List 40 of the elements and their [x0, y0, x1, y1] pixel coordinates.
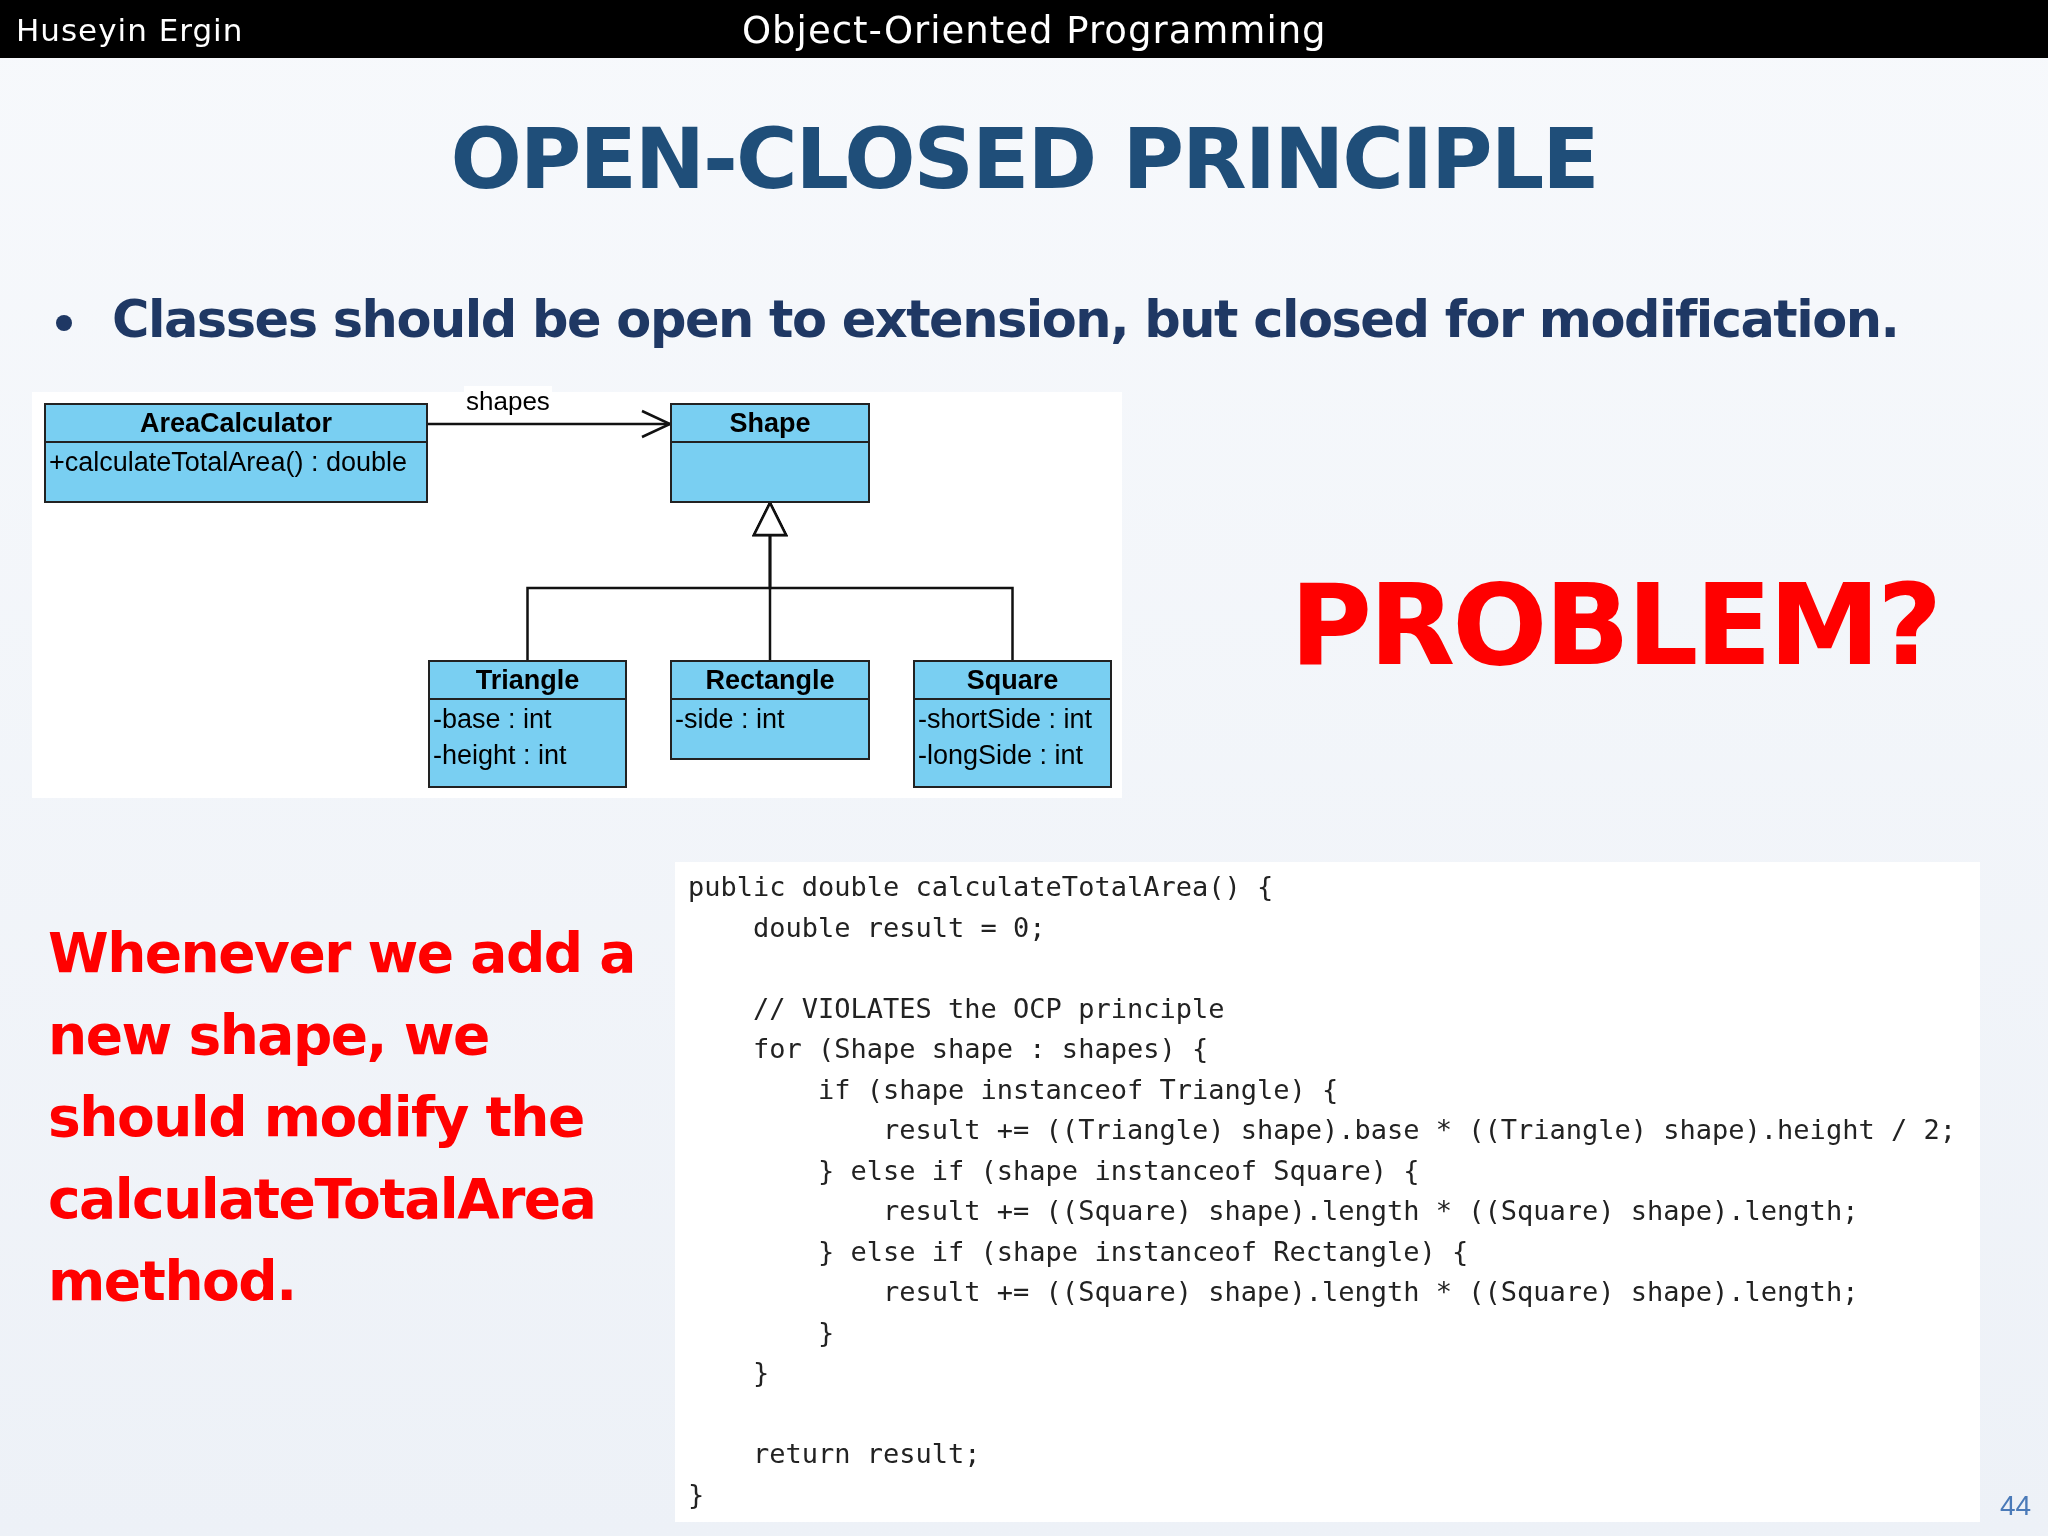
author-name: Huseyin Ergin [16, 12, 244, 48]
class-attribute: -side : int [674, 703, 786, 736]
arrow [752, 501, 1014, 660]
problem-text: PROBLEM? [1290, 560, 1940, 690]
class-box [44, 403, 428, 503]
arrow [428, 409, 672, 439]
class-box [428, 660, 627, 788]
class-box [670, 403, 870, 503]
code-line: } [752, 1356, 770, 1390]
class-name: Triangle [430, 662, 625, 700]
class-attribute: -height : int [432, 739, 568, 772]
course-title: Object-Oriented Programming [742, 9, 1327, 52]
class-attribute: -longSide : int [917, 739, 1085, 772]
class-name: AreaCalculator [46, 405, 426, 443]
code-line: } else if (shape instanceof Square) { [817, 1154, 1420, 1188]
class-name: Rectangle [672, 662, 868, 700]
code-line: result += ((Square) shape).length * ((Square) shape).length; [882, 1275, 1859, 1309]
class-attribute: -base : int [432, 703, 553, 736]
class-name: Shape [672, 405, 868, 443]
code-line: result += ((Square) shape).length * ((Square) shape).length; [882, 1194, 1859, 1228]
code-line: result += ((Triangle) shape).base * ((Triangle) shape).height / 2; [882, 1113, 1956, 1147]
code-line: public double calculateTotalArea() { [688, 870, 1274, 904]
class-box [913, 660, 1112, 788]
explanation-text: Whenever we add a new shape, we should modify the calculateTotalArea method. [48, 920, 636, 1315]
class-attribute: -shortSide : int [917, 703, 1094, 736]
code-line: if (shape instanceof Triangle) { [817, 1073, 1339, 1107]
code-line: // VIOLATES the OCP principle [752, 992, 1225, 1026]
code-line: } [688, 1478, 705, 1512]
code-line: } else if (shape instanceof Rectangle) { [817, 1235, 1469, 1269]
bullet-text: Classes should be open to extension, but closed for modification. [112, 290, 1899, 349]
code-line: } [817, 1316, 835, 1350]
class-attribute: +calculateTotalArea() : double [48, 446, 408, 479]
code-line: for (Shape shape : shapes) { [752, 1032, 1209, 1066]
class-name: Square [915, 662, 1110, 700]
code-line: double result = 0; [752, 911, 1046, 945]
code-line: return result; [752, 1437, 981, 1471]
class-box [670, 660, 870, 760]
page-number: 44 [2000, 1490, 2032, 1522]
edge-label: shapes [464, 386, 552, 417]
slide-title: OPEN-CLOSED PRINCIPLE [449, 110, 1599, 208]
